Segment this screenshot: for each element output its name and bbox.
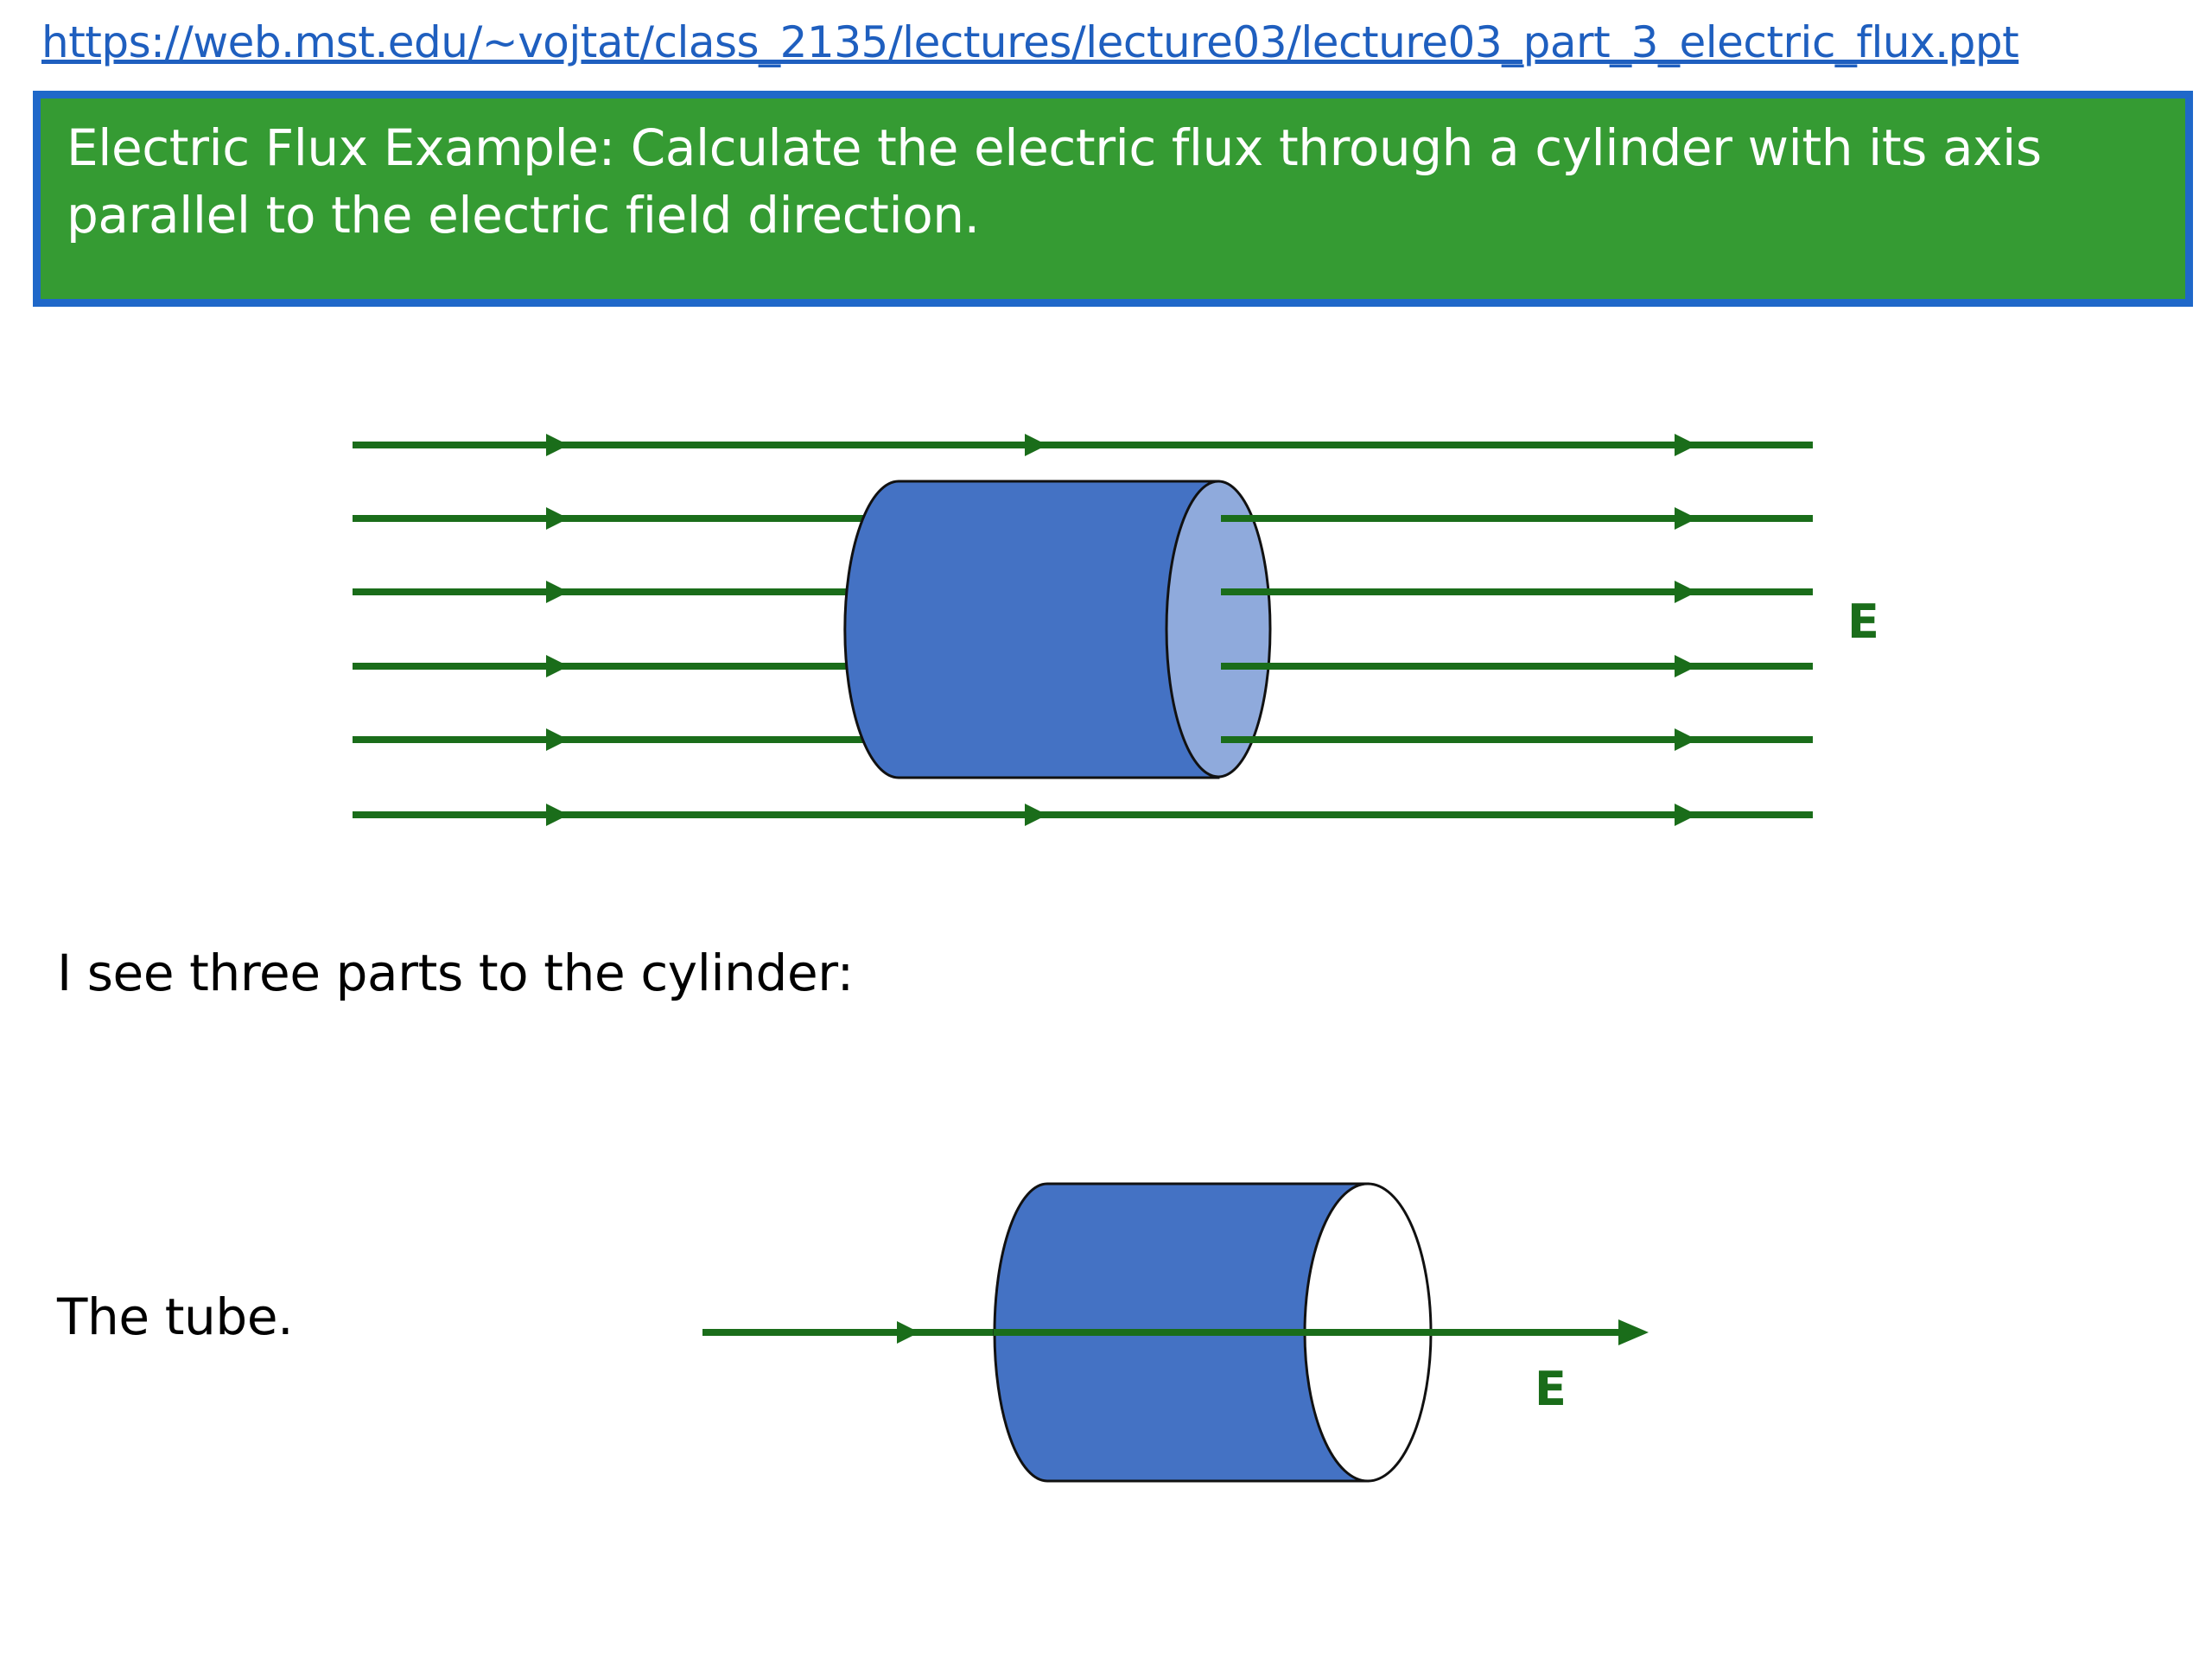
top-figure: E bbox=[353, 434, 1879, 826]
tube-caption: The tube. bbox=[57, 1287, 294, 1346]
field-label-e-top: E bbox=[1847, 594, 1879, 649]
field-lines-right bbox=[1221, 515, 1813, 743]
bottom-figure: E bbox=[702, 1182, 1649, 1483]
slide-title: Electric Flux Example: Calculate the ele… bbox=[67, 118, 2042, 245]
title-banner: Electric Flux Example: Calculate the ele… bbox=[33, 91, 2193, 307]
cylinder-top bbox=[843, 480, 1272, 779]
field-arrowhead-end bbox=[1618, 1319, 1649, 1345]
field-lines-left bbox=[353, 515, 873, 743]
field-label-e-bottom: E bbox=[1535, 1362, 1567, 1416]
cylinder-end-face bbox=[1165, 480, 1272, 779]
source-url-link[interactable]: https://web.mst.edu/~vojtat/class_2135/l… bbox=[41, 17, 2019, 67]
three-parts-text: I see three parts to the cylinder: bbox=[57, 944, 854, 1002]
arrowheads-top bbox=[546, 434, 1697, 826]
cylinder-body bbox=[843, 480, 1220, 779]
field-arrowhead-mid bbox=[897, 1321, 919, 1344]
